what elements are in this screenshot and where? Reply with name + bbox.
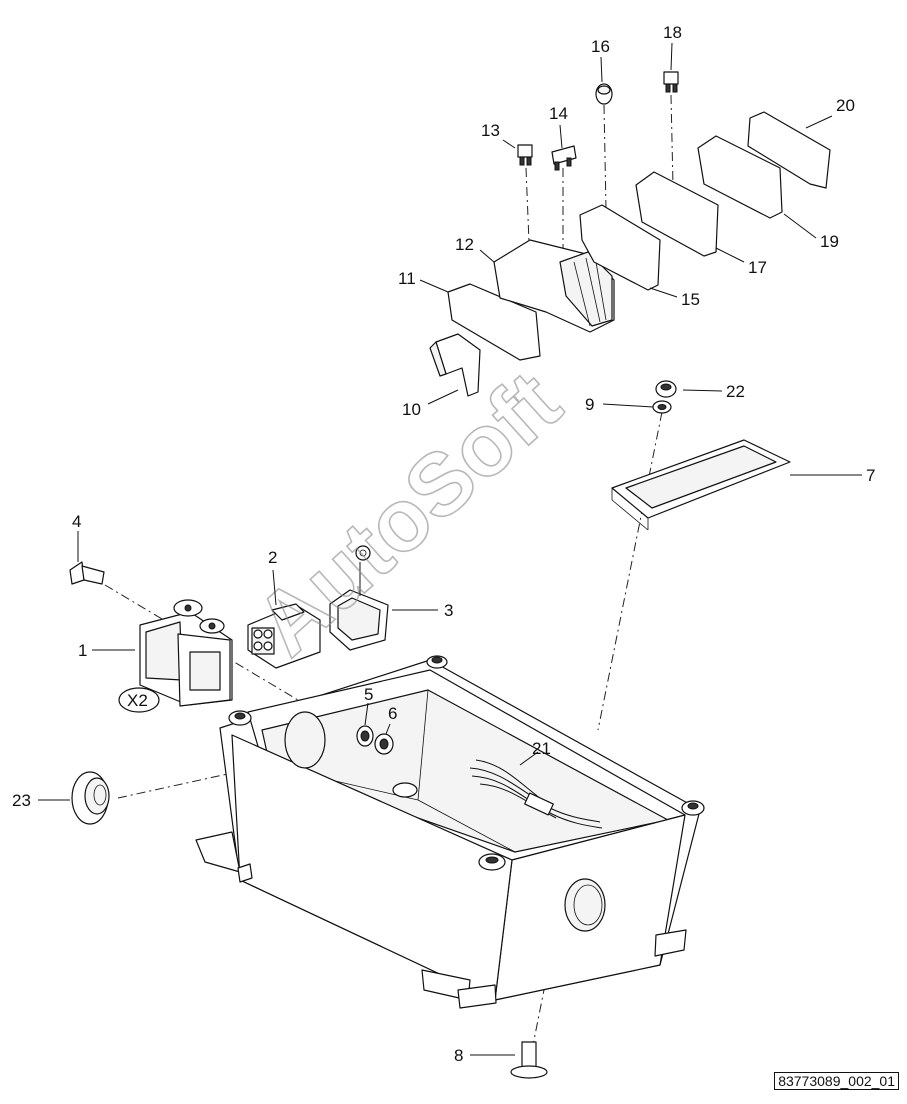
end-plate-part-20 [747,111,831,189]
jumper-part-14 [551,145,577,171]
terminal-strip-part-19 [697,135,783,219]
callout-9: 9 [585,395,594,414]
end-bracket-part-10 [429,333,481,397]
callout-11: 11 [398,269,416,288]
connector-tag-oval [118,687,160,713]
callout-18: 18 [663,23,682,42]
washer-part-5 [356,725,374,747]
callout-16: 16 [591,37,610,56]
leader-lines [38,42,862,1056]
din-rail-part-7 [611,439,791,531]
washer-part-9 [652,400,672,414]
callout-12: 12 [455,235,474,254]
reference-number: 83773089_002_01 [774,1072,899,1090]
jumper-part-18 [663,71,679,93]
cover-with-strap-part-3 [329,545,389,651]
callout-21: 21 [532,739,551,758]
terminal-block-group-part-12 [493,239,615,333]
connector-tag-label: X2 [127,691,148,710]
wire-harness-part-21 [469,759,603,829]
callout-14: 14 [549,104,568,123]
assembly-axis-13 [525,167,530,243]
assembly-axis-16 [603,104,607,211]
callout-7: 7 [866,466,875,485]
callout-3: 3 [444,601,453,620]
callout-8: 8 [454,1046,463,1065]
cap-part-16 [595,83,613,105]
assembly-axis-rail [597,411,663,731]
connector-insert-part-2 [247,603,321,669]
callout-10: 10 [402,400,421,419]
callout-15: 15 [681,290,700,309]
callout-22: 22 [726,382,745,401]
callout-1: 1 [78,641,87,660]
bolt-part-8 [510,1041,548,1079]
enclosure-box [195,655,705,1009]
callout-13: 13 [481,121,500,140]
screw-part-4 [69,561,105,585]
end-plate-part-11 [447,283,541,361]
callout-4: 4 [72,512,81,531]
callout-5: 5 [364,685,373,704]
grommet-part-23 [71,771,110,825]
jumper-part-13 [517,144,533,166]
callout-6: 6 [388,704,397,723]
assembly-axis-18 [670,94,674,187]
callout-23: 23 [12,791,31,810]
connector-housing-part-1 [139,599,233,707]
terminal-block-part-15 [579,204,661,291]
terminal-strip-part-17 [635,171,719,257]
nut-part-22 [655,380,677,398]
assembly-axis-bolt [532,984,546,1046]
callout-20: 20 [836,96,855,115]
callout-2: 2 [268,548,277,567]
callout-19: 19 [820,232,839,251]
nut-part-6 [374,733,394,755]
callout-17: 17 [748,258,767,277]
